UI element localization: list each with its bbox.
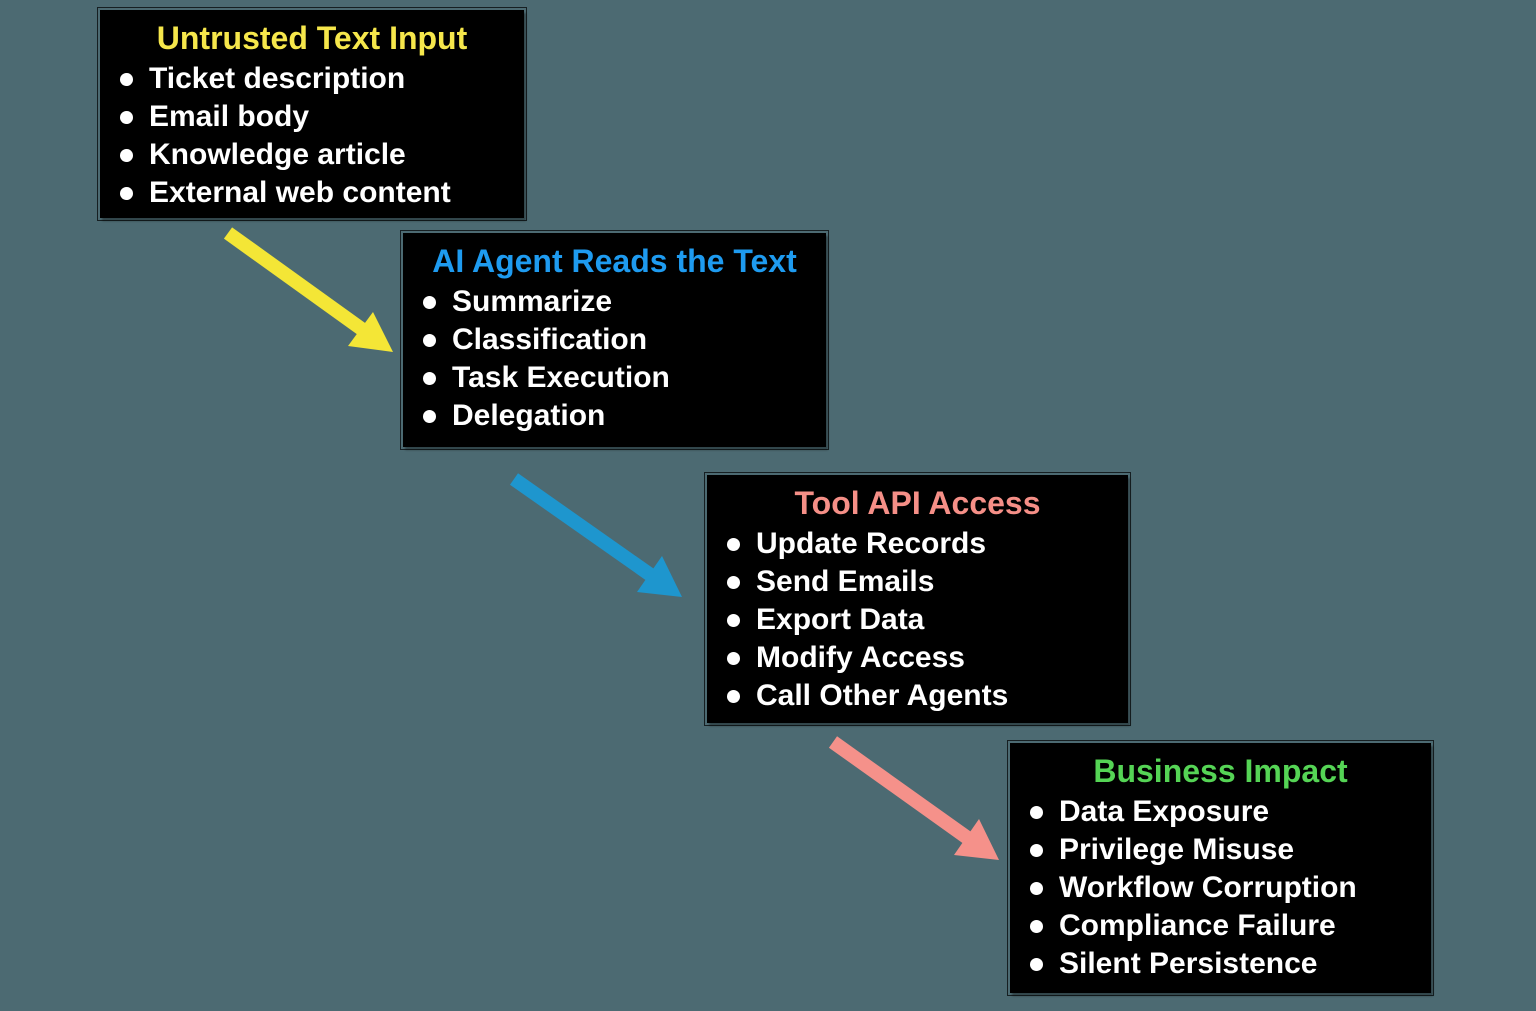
- bullet-dot: [120, 186, 133, 200]
- bullet-item: Modify Access: [707, 639, 1128, 677]
- bullet-item: Compliance Failure: [1010, 907, 1431, 945]
- bullet-text: Compliance Failure: [1059, 909, 1336, 942]
- bullet-dot: [423, 333, 436, 347]
- bullet-dot: [423, 295, 436, 309]
- arrow-head-icon: [348, 312, 393, 352]
- bullet-item: Task Execution: [403, 359, 826, 397]
- bullet-text: External web content: [149, 176, 451, 209]
- bullet-text: Data Exposure: [1059, 795, 1270, 828]
- bullet-text: Task Execution: [452, 361, 670, 394]
- bullet-item: Knowledge article: [100, 136, 524, 174]
- bullet-dot: [727, 537, 740, 551]
- bullet-item: Summarize: [403, 283, 826, 321]
- bullet-text: Modify Access: [756, 641, 965, 674]
- bullet-text: Silent Persistence: [1059, 947, 1318, 980]
- bullet-item: Export Data: [707, 601, 1128, 639]
- bullet-text: Classification: [452, 323, 648, 356]
- bullet-text: Ticket description: [149, 62, 406, 95]
- arrow-shaft: [828, 736, 974, 845]
- bullet-item: Ticket description: [100, 60, 524, 98]
- bullet-dot: [120, 110, 133, 124]
- bullet-item: Privilege Misuse: [1010, 831, 1431, 869]
- box-title: Business Impact: [1093, 753, 1348, 789]
- arrow-shaft: [223, 227, 368, 336]
- box-title: AI Agent Reads the Text: [432, 243, 797, 279]
- bullet-text: Call Other Agents: [756, 679, 1009, 712]
- bullet-dot: [423, 409, 436, 423]
- bullet-text: Knowledge article: [149, 138, 406, 171]
- bullet-dot: [1030, 881, 1043, 895]
- bullet-dot: [120, 148, 133, 162]
- bullet-item: Classification: [403, 321, 826, 359]
- box-title: Tool API Access: [794, 485, 1041, 521]
- arrow-agent-to-tools: [509, 473, 682, 597]
- bullet-item: Email body: [100, 98, 524, 136]
- box-title: Untrusted Text Input: [156, 20, 468, 56]
- bullet-dot: [423, 371, 436, 385]
- bullet-dot: [727, 613, 740, 627]
- bullet-dot: [1030, 919, 1043, 933]
- bullet-text: Send Emails: [756, 565, 935, 598]
- bullet-text: Summarize: [452, 285, 613, 318]
- bullet-item: Data Exposure: [1010, 793, 1431, 831]
- bullet-dot: [1030, 957, 1043, 971]
- bullet-dot: [1030, 805, 1043, 819]
- bullet-text: Email body: [149, 100, 310, 133]
- bullet-dot: [727, 575, 740, 589]
- bullet-text: Update Records: [756, 527, 987, 560]
- bullet-item: External web content: [100, 174, 524, 212]
- bullet-item: Delegation: [403, 397, 826, 435]
- bullet-item: Call Other Agents: [707, 677, 1128, 715]
- arrow-head-icon: [637, 556, 682, 597]
- bullet-dot: [120, 72, 133, 86]
- bullet-item: Update Records: [707, 525, 1128, 563]
- bullet-item: Workflow Corruption: [1010, 869, 1431, 907]
- bullet-text: Export Data: [756, 603, 925, 636]
- bullet-text: Delegation: [452, 399, 606, 432]
- bullet-text: Privilege Misuse: [1059, 833, 1295, 866]
- arrow-input-to-agent: [223, 227, 393, 352]
- bullet-dot: [727, 689, 740, 703]
- bullet-text: Workflow Corruption: [1059, 871, 1357, 904]
- bullet-item: Send Emails: [707, 563, 1128, 601]
- arrow-tools-to-impact: [828, 736, 999, 860]
- bullet-dot: [1030, 843, 1043, 857]
- bullet-dot: [727, 651, 740, 665]
- arrow-shaft: [509, 473, 657, 582]
- arrow-head-icon: [954, 819, 999, 860]
- bullet-item: Silent Persistence: [1010, 945, 1431, 983]
